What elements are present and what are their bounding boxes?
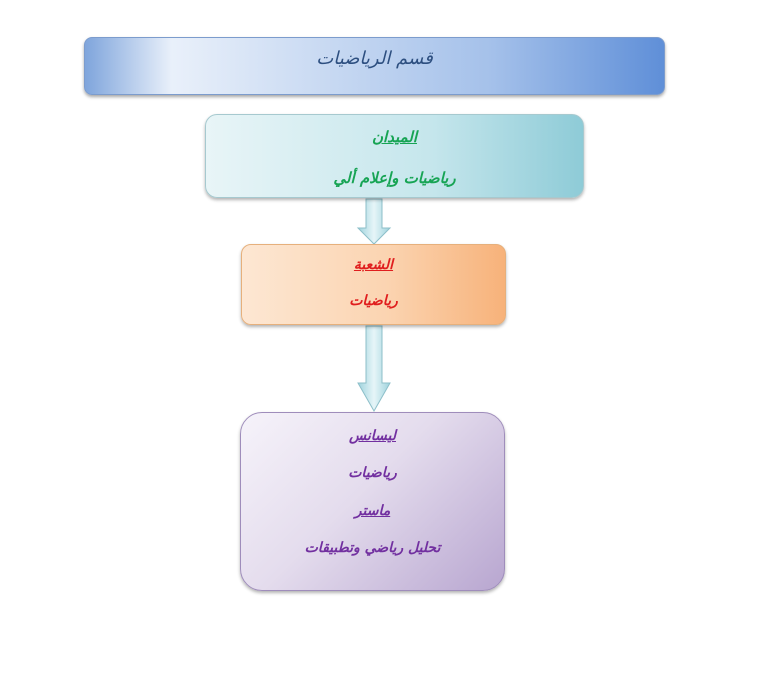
domain-box: الميدان رياضيات وإعلام ألي xyxy=(205,114,584,198)
master-heading: ماستر xyxy=(354,503,391,519)
branch-box: الشعبة رياضيات xyxy=(241,244,506,325)
licence-heading: ليسانس xyxy=(349,428,396,444)
branch-value: رياضيات xyxy=(349,293,398,309)
arrow-down-icon xyxy=(357,325,391,413)
degrees-box: ليسانس رياضيات ماستر تحليل رياضي وتطبيقا… xyxy=(240,412,505,591)
domain-heading: الميدان xyxy=(372,128,417,146)
licence-value: رياضيات xyxy=(348,465,397,481)
branch-heading: الشعبة xyxy=(353,257,394,273)
arrow-down-icon xyxy=(356,198,392,245)
department-title-box: قسم الرياضيات xyxy=(84,37,665,95)
domain-value: رياضيات وإعلام ألي xyxy=(333,169,456,187)
department-title: قسم الرياضيات xyxy=(316,48,433,69)
master-value: تحليل رياضي وتطبيقات xyxy=(304,540,441,556)
